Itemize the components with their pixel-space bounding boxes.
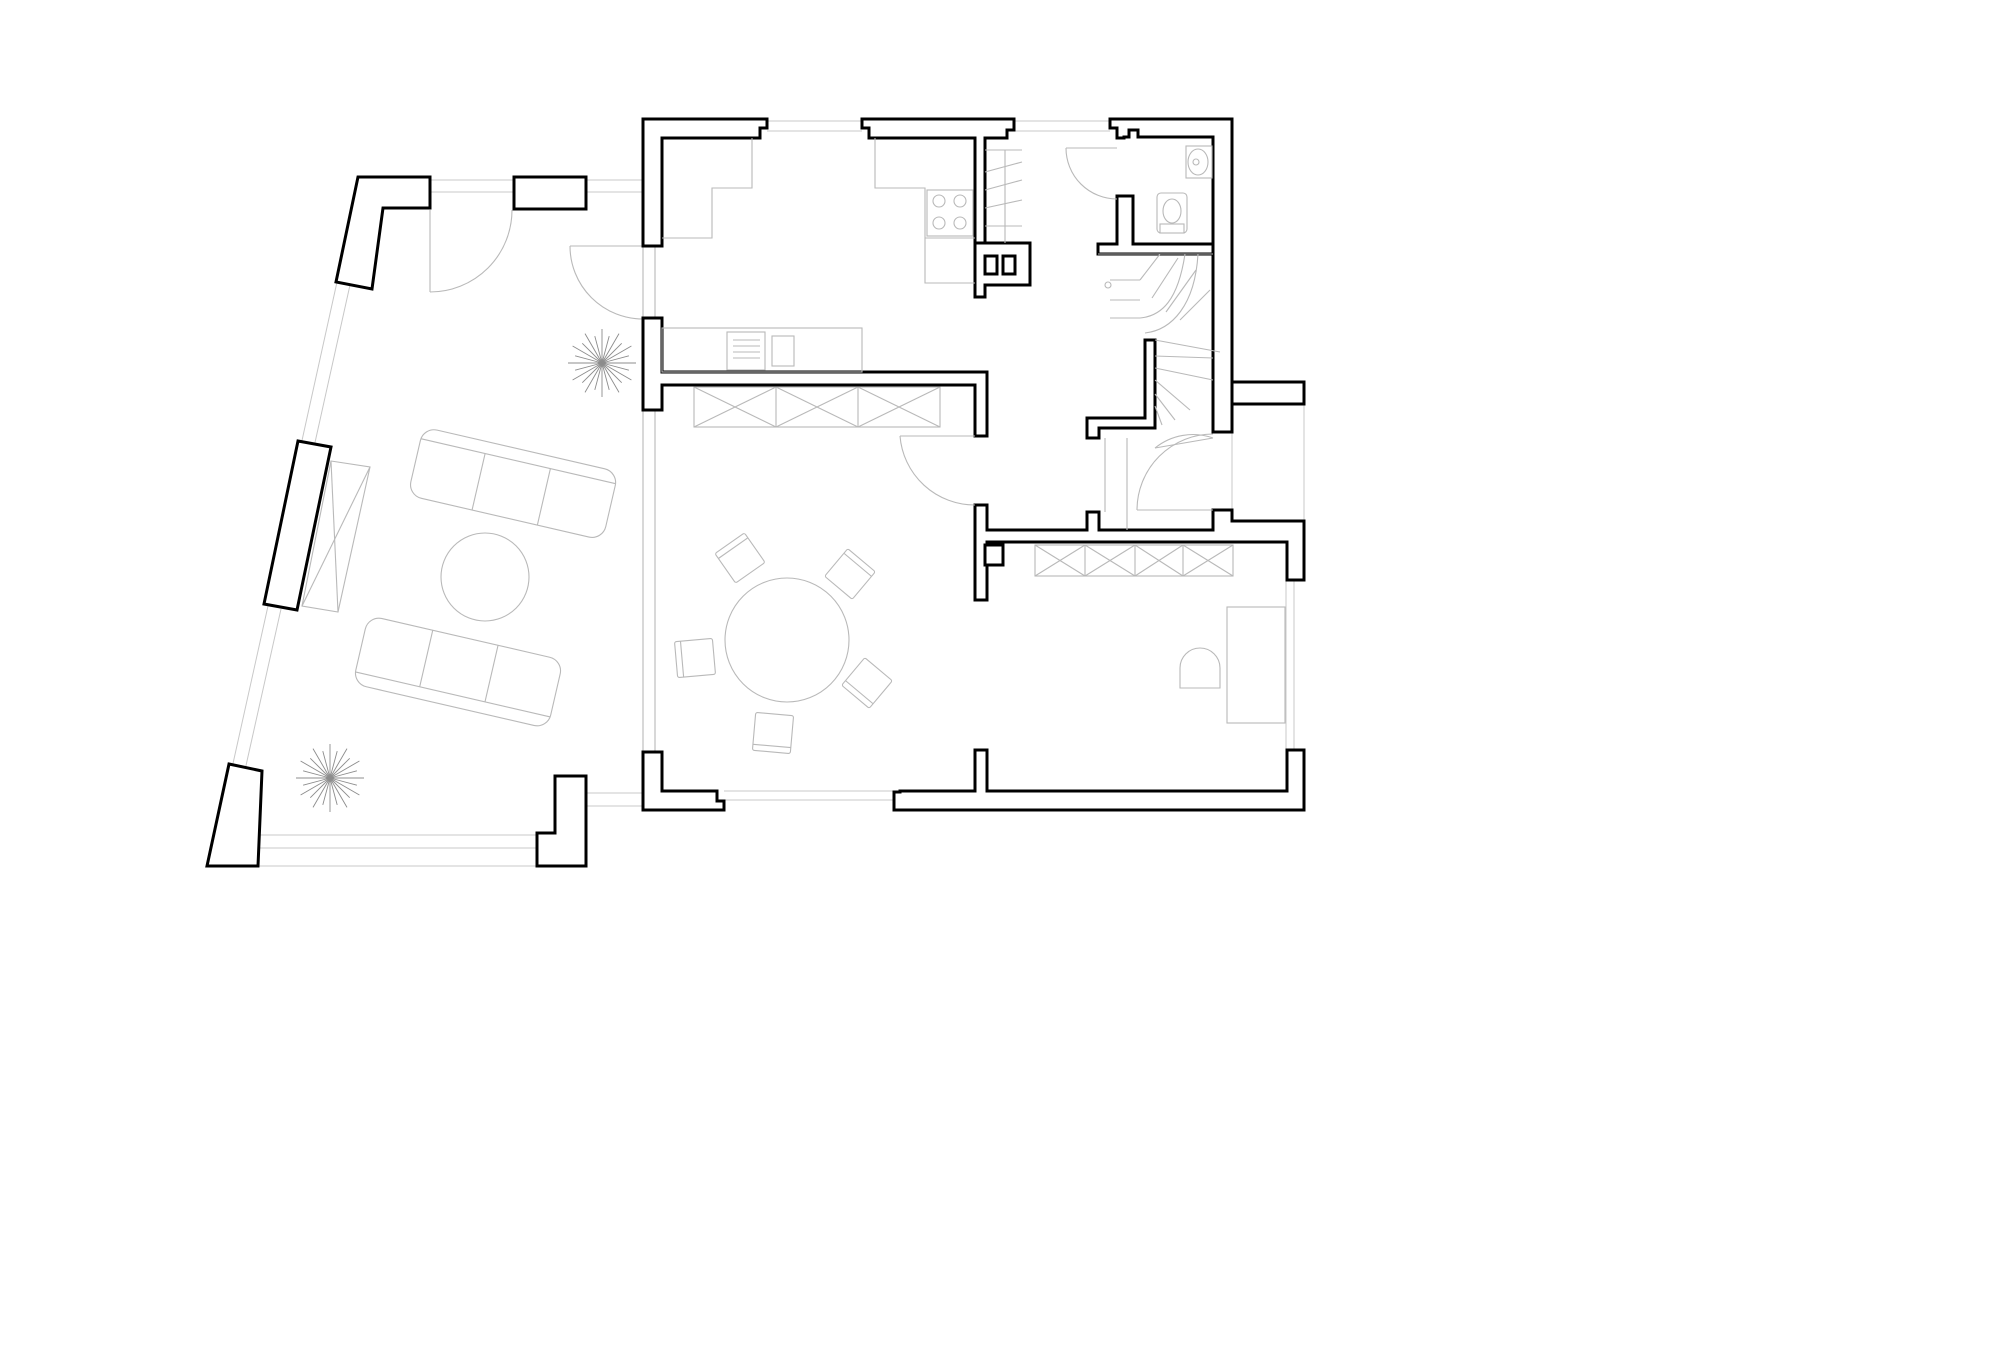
plant-leaf xyxy=(601,362,623,384)
plant-leaf xyxy=(329,777,358,786)
plant-leaf xyxy=(329,777,338,806)
wall-main-top-right xyxy=(1108,117,1234,434)
plant-leaf xyxy=(329,777,360,796)
office-column xyxy=(983,543,1005,567)
plant-leaf xyxy=(601,362,610,391)
shaft-flue-2 xyxy=(1001,254,1017,276)
wall-wc xyxy=(1096,194,1215,256)
staircase xyxy=(1098,253,1221,426)
wall-living-top-left xyxy=(334,175,432,291)
plant-leaf xyxy=(601,345,632,364)
plant-leaf xyxy=(309,757,331,779)
plant-leaf xyxy=(601,362,620,393)
plant-leaf xyxy=(312,748,331,779)
desk-chair xyxy=(1179,647,1221,689)
cooktop-icon xyxy=(926,189,974,237)
plant-leaf xyxy=(601,335,610,364)
plant-leaf xyxy=(601,333,620,364)
angled-window-left xyxy=(231,281,351,771)
office xyxy=(1034,544,1286,724)
plant-leaf xyxy=(322,777,331,806)
plant-leaf xyxy=(329,777,351,799)
plant-leaf xyxy=(601,362,630,371)
wall-main-top-mid xyxy=(860,117,1016,245)
plant-leaf xyxy=(309,777,331,799)
wall-living-left-pier xyxy=(262,439,333,612)
living-side-door xyxy=(569,245,644,320)
plant-leaf xyxy=(584,333,603,364)
chair-2 xyxy=(824,548,876,600)
plant-leaf xyxy=(329,760,360,779)
living-room xyxy=(205,175,644,868)
plant-leaf xyxy=(329,777,348,808)
wall-stair-left xyxy=(1085,338,1157,440)
washbasin-icon xyxy=(1185,145,1213,179)
top-windows-living xyxy=(430,179,643,193)
dining-table xyxy=(724,577,850,703)
plant-leaf xyxy=(581,362,603,384)
dining xyxy=(674,435,976,754)
plant-leaf xyxy=(572,362,603,381)
plant-leaf xyxy=(594,335,603,364)
kitchen-counter-lower xyxy=(661,327,863,373)
plant-leaf xyxy=(601,362,632,381)
kitchen-cabinets xyxy=(693,386,941,428)
chair-3 xyxy=(674,638,716,678)
plant-leaf xyxy=(300,760,331,779)
steps-top xyxy=(984,149,1023,243)
wall-entry-right xyxy=(1230,380,1306,406)
plant-leaf xyxy=(574,362,603,371)
chair-1 xyxy=(715,533,765,583)
right-side-glass xyxy=(1231,404,1305,750)
plant-leaf xyxy=(572,345,603,364)
main-block xyxy=(641,117,1306,812)
plant-leaf xyxy=(302,777,331,786)
plant-leaf xyxy=(329,770,358,779)
sink-icon xyxy=(726,331,795,371)
chair-5 xyxy=(752,712,794,754)
plant-leaf xyxy=(322,750,331,779)
chair-4 xyxy=(841,657,893,709)
floor-plan xyxy=(205,117,1306,868)
wall-kitchen-bottom xyxy=(641,316,989,438)
top-windows-main xyxy=(767,120,1110,132)
plant-leaf xyxy=(329,750,338,779)
plant-leaf xyxy=(302,770,331,779)
bottom-windows-main xyxy=(724,790,894,801)
plant-leaf xyxy=(574,355,603,364)
wall-main-top-left xyxy=(641,117,769,248)
plant-leaf xyxy=(329,748,348,779)
plant-icon xyxy=(296,744,364,812)
sofa-lower xyxy=(354,617,562,727)
wc xyxy=(1065,145,1213,234)
entrance xyxy=(1104,433,1214,530)
wall-living-bottom-left xyxy=(205,762,264,868)
desk xyxy=(1226,606,1286,724)
wall-office-top xyxy=(973,503,1306,602)
plant-icon xyxy=(568,329,636,397)
toilet-icon xyxy=(1156,192,1188,234)
wall-living-bottom-right xyxy=(535,774,588,868)
plant-leaf xyxy=(329,757,351,779)
plant-leaf xyxy=(581,342,603,364)
bottom-window-living xyxy=(258,792,643,867)
plant-leaf xyxy=(312,777,331,808)
plant-leaf xyxy=(300,777,331,796)
shaft-flue-1 xyxy=(983,254,999,276)
wall-living-top-pier xyxy=(512,175,588,211)
wall-main-bottom-right xyxy=(892,748,1306,812)
living-top-door xyxy=(429,209,513,293)
plant-leaf xyxy=(584,362,603,393)
wall-main-bottom-left xyxy=(641,750,726,812)
plant-leaf xyxy=(601,342,623,364)
plant-leaf xyxy=(601,355,630,364)
kitchen xyxy=(661,138,975,428)
plant-leaf xyxy=(594,362,603,391)
coffee-table xyxy=(440,532,530,622)
fireplace xyxy=(301,460,371,613)
office-cabinets xyxy=(1034,544,1234,577)
sofa-upper xyxy=(410,429,617,538)
